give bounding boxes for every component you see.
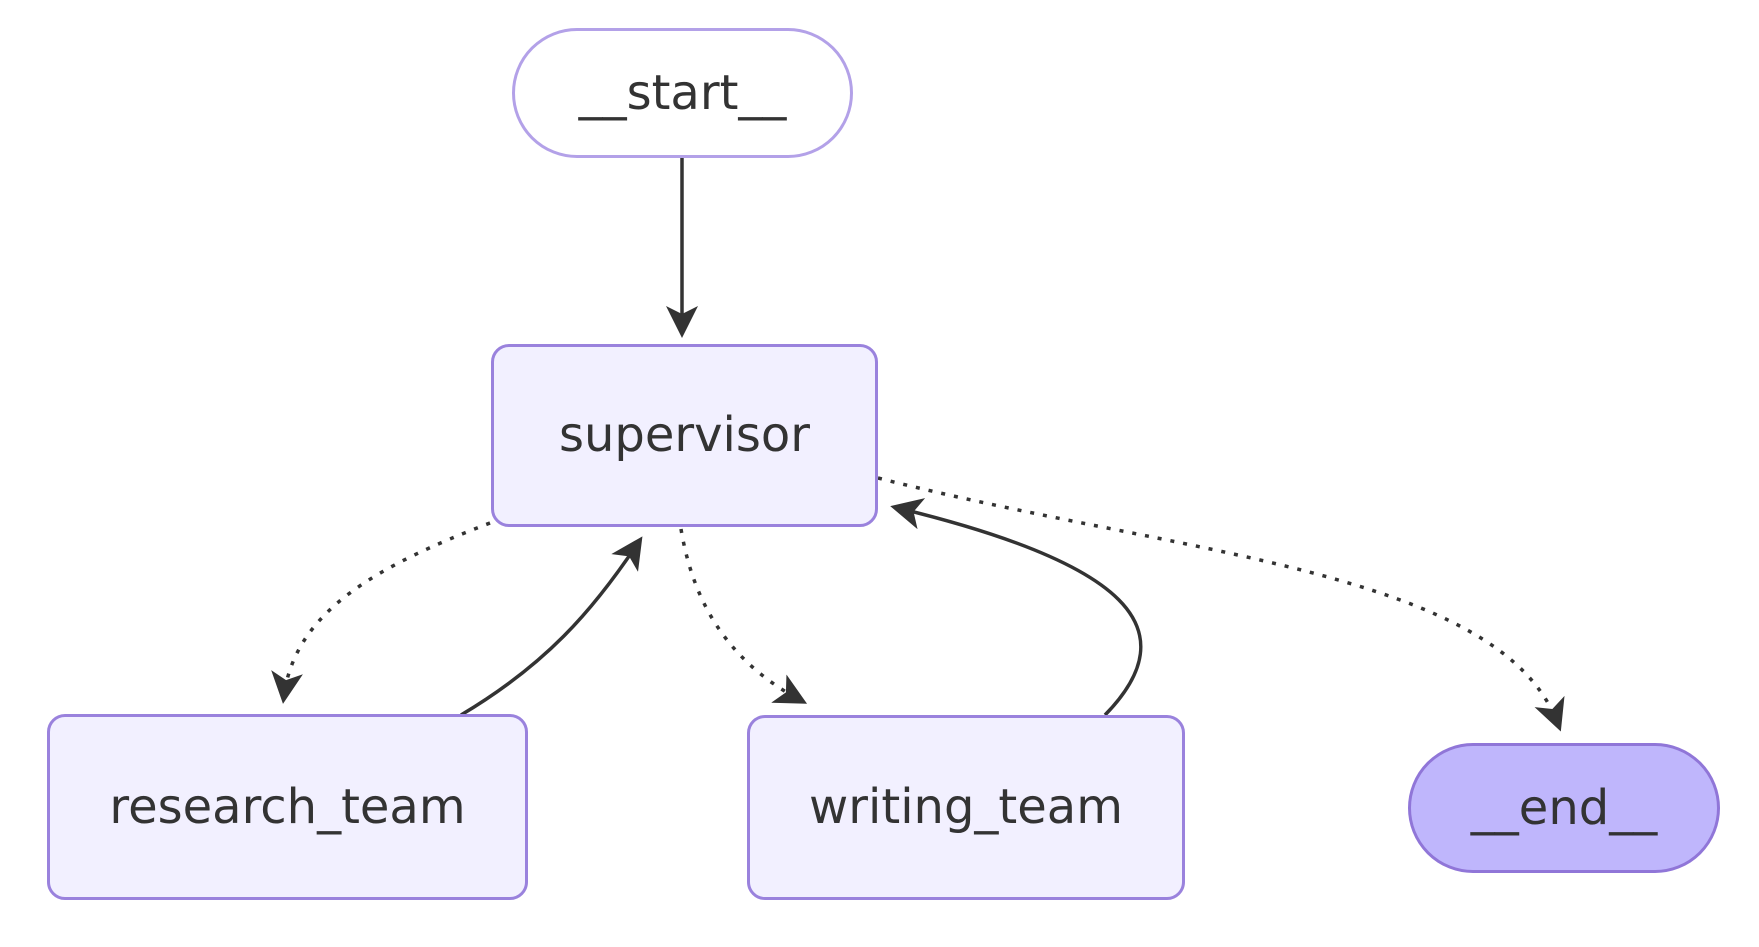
edge-writing-team-to-supervisor — [890, 498, 1143, 717]
node-end: __end__ — [1408, 743, 1720, 873]
edge-supervisor-to-end — [877, 476, 1565, 732]
node-start-label: __start__ — [578, 64, 787, 121]
node-end-label: __end__ — [1470, 779, 1658, 836]
node-start: __start__ — [512, 28, 853, 158]
edge-supervisor-to-writing-team — [679, 528, 808, 704]
node-supervisor-label: supervisor — [558, 407, 810, 464]
node-writing-team-label: writing_team — [809, 779, 1123, 836]
edge-research-team-to-supervisor — [460, 536, 643, 717]
node-research-team-label: research_team — [109, 778, 466, 835]
edge-supervisor-to-research-team — [271, 521, 491, 704]
node-writing-team: writing_team — [747, 715, 1185, 900]
node-research-team: research_team — [47, 714, 528, 900]
node-supervisor: supervisor — [491, 344, 878, 527]
